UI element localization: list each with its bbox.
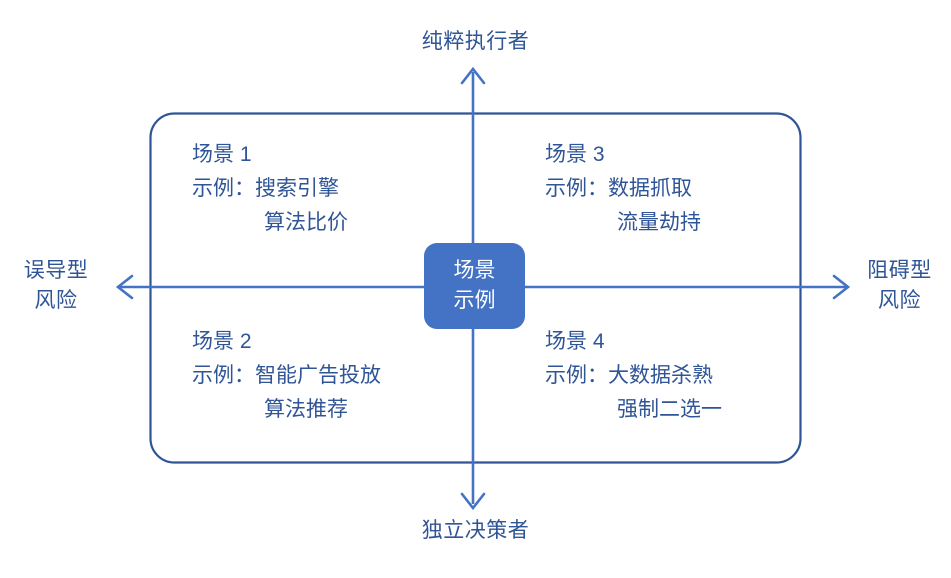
axis-left-arrowhead <box>115 274 134 300</box>
quadrant-title: 场景 4 <box>545 330 605 353</box>
quadrant-title: 场景 2 <box>192 330 252 353</box>
axis-left-label: 误导型 风险 <box>23 259 89 312</box>
quadrant-example-line-2: 算法推荐 <box>264 398 348 421</box>
center-label-box: 场景 示例 <box>424 243 525 329</box>
axis-right-label: 阻碍型 风险 <box>867 259 932 312</box>
quadrant-example-line-1: 示例：智能广告投放 <box>192 364 381 387</box>
quadrant-top-left: 场景 1 示例：搜索引擎 算法比价 <box>192 138 348 240</box>
quadrant-title: 场景 1 <box>192 143 252 166</box>
quadrant-bottom-left: 场景 2 示例：智能广告投放 算法推荐 <box>192 325 381 427</box>
quadrant-example-line-1: 示例：搜索引擎 <box>192 177 339 200</box>
axis-bottom-label: 独立决策者 <box>421 519 530 542</box>
quadrant-top-right: 场景 3 示例：数据抓取 流量劫持 <box>545 138 701 240</box>
center-label-line-1: 场景 <box>453 259 496 282</box>
axis-up-arrowhead <box>460 66 486 85</box>
quadrant-example-line-2: 强制二选一 <box>617 398 722 421</box>
quadrant-example-line-2: 流量劫持 <box>617 211 701 234</box>
quadrant-bottom-right: 场景 4 示例：大数据杀熟 强制二选一 <box>545 325 722 427</box>
axis-right-arrowhead <box>832 274 851 300</box>
quadrant-title: 场景 3 <box>545 143 605 166</box>
axis-down-arrowhead <box>460 492 486 511</box>
axis-top-label: 纯粹执行者 <box>421 30 530 53</box>
center-label-line-2: 示例 <box>453 289 496 312</box>
quadrant-example-line-1: 示例：大数据杀熟 <box>545 364 713 387</box>
quadrant-example-line-1: 示例：数据抓取 <box>545 177 692 200</box>
quadrant-example-line-2: 算法比价 <box>264 211 348 234</box>
